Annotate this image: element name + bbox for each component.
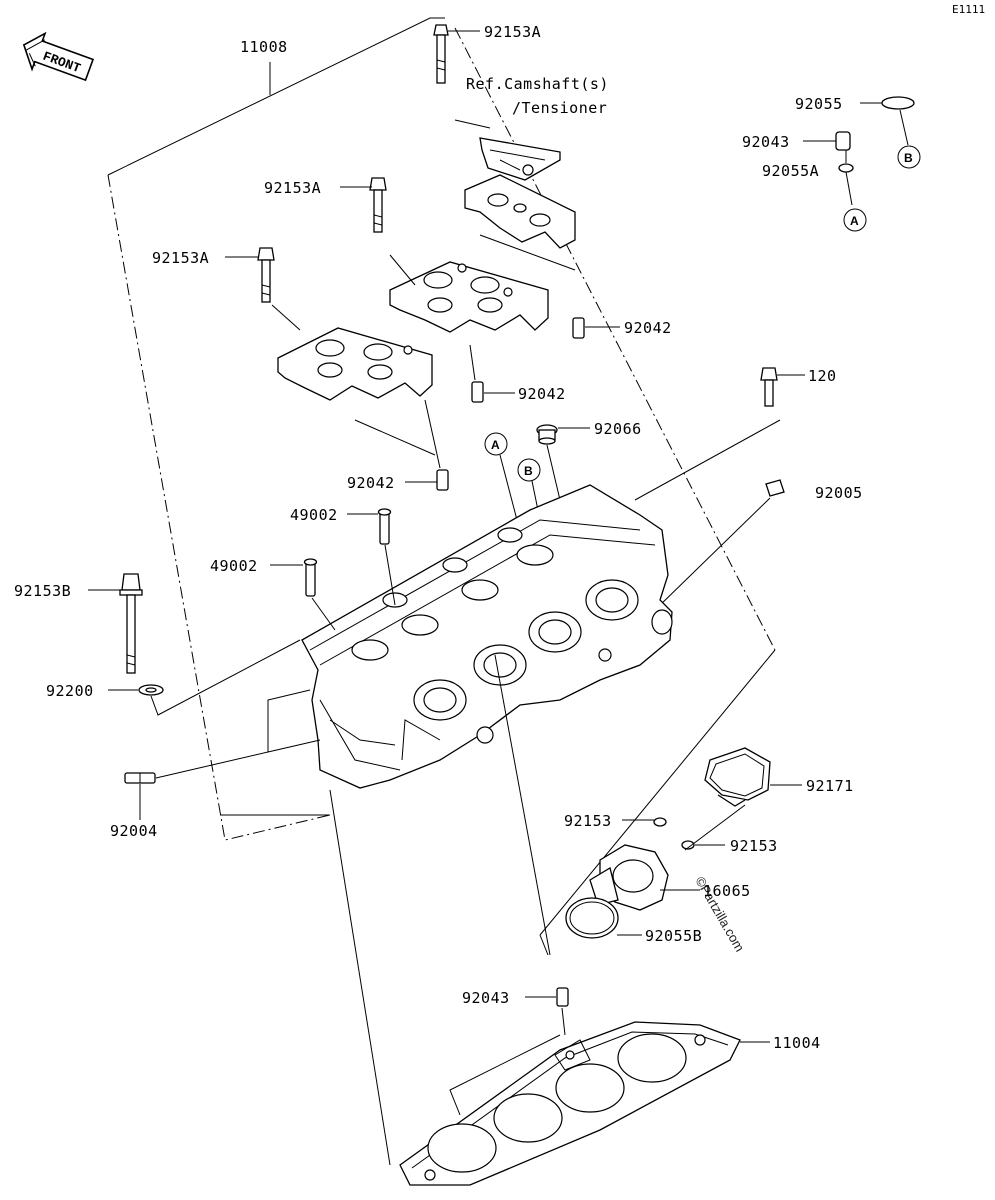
part-label-49002-a[interactable]: 49002 [290, 506, 338, 524]
svg-text:A: A [850, 214, 859, 228]
screw-92153-b [681, 840, 695, 850]
cylinder-head [301, 484, 673, 789]
diagram-code: E1111 [952, 3, 985, 16]
fitting-92005 [765, 479, 785, 497]
bolt-92153b [119, 573, 143, 674]
o-ring-92055 [881, 96, 915, 110]
cam-cap-middle [389, 261, 549, 333]
stud-92004 [124, 772, 156, 784]
o-ring-92055b [565, 897, 619, 939]
cam-cap-upper [464, 174, 576, 249]
part-label-92055b[interactable]: 92055B [645, 927, 702, 945]
dowel-92043-top [835, 131, 851, 151]
part-label-92043-top[interactable]: 92043 [742, 133, 790, 151]
part-label-92153a-mid[interactable]: 92153A [264, 179, 321, 197]
part-label-92153a-left[interactable]: 92153A [152, 249, 209, 267]
callout-a-head: A [484, 432, 508, 456]
part-label-92042-c[interactable]: 92042 [347, 474, 395, 492]
part-label-92005[interactable]: 92005 [815, 484, 863, 502]
washer-92200 [138, 684, 164, 696]
bolt-92153a-top [433, 24, 449, 84]
valve-guide-49002-b [303, 558, 318, 597]
clamp-92171 [704, 747, 771, 807]
screw-92153-a [653, 817, 667, 827]
o-ring-92055a [838, 163, 854, 173]
part-label-92042-b[interactable]: 92042 [518, 385, 566, 403]
part-label-49002-b[interactable]: 49002 [210, 557, 258, 575]
part-label-11004[interactable]: 11004 [773, 1034, 821, 1052]
camshaft-ref-part [479, 137, 561, 181]
bolt-92153a-mid [369, 177, 387, 233]
svg-text:A: A [491, 438, 500, 452]
bolt-120 [760, 367, 778, 407]
callout-b-right: B [897, 145, 921, 169]
reference-line-2: /Tensioner [512, 99, 607, 117]
part-label-92066[interactable]: 92066 [594, 420, 642, 438]
front-arrow-icon: FRONT [22, 31, 95, 82]
svg-text:B: B [904, 151, 913, 165]
housing-16065 [589, 844, 669, 911]
bolt-92153a-left [257, 247, 275, 303]
dowel-92042-b [471, 381, 484, 403]
part-label-92171[interactable]: 92171 [806, 777, 854, 795]
head-gasket-11004 [399, 1021, 741, 1186]
cam-cap-lower [277, 327, 433, 401]
part-label-92153a-top[interactable]: 92153A [484, 23, 541, 41]
callout-a-right: A [843, 208, 867, 232]
part-label-92153-a[interactable]: 92153 [564, 812, 612, 830]
reference-line-1: Ref.Camshaft(s) [466, 75, 609, 93]
part-label-92004[interactable]: 92004 [110, 822, 158, 840]
part-label-92055[interactable]: 92055 [795, 95, 843, 113]
part-label-92042-a[interactable]: 92042 [624, 319, 672, 337]
plug-92066 [536, 424, 558, 445]
valve-guide-49002-a [377, 508, 392, 545]
part-labels: 11008 92153A 92153A 92153A 92055 92043 9… [14, 23, 863, 1052]
dowel-92043-lower [556, 987, 569, 1007]
dowel-92042-a [572, 317, 585, 339]
part-label-92153b[interactable]: 92153B [14, 582, 71, 600]
callout-b-head: B [517, 458, 541, 482]
part-label-92153-b[interactable]: 92153 [730, 837, 778, 855]
svg-text:B: B [524, 464, 533, 478]
part-label-92055a[interactable]: 92055A [762, 162, 819, 180]
part-label-92043-lower[interactable]: 92043 [462, 989, 510, 1007]
part-label-16065[interactable]: 16065 [703, 882, 751, 900]
part-label-120[interactable]: 120 [808, 367, 837, 385]
dowel-92042-c [436, 469, 449, 491]
part-label-92200[interactable]: 92200 [46, 682, 94, 700]
leader-lines [88, 30, 882, 1043]
part-label-11008[interactable]: 11008 [240, 38, 288, 56]
assembly-boundary [107, 17, 781, 956]
